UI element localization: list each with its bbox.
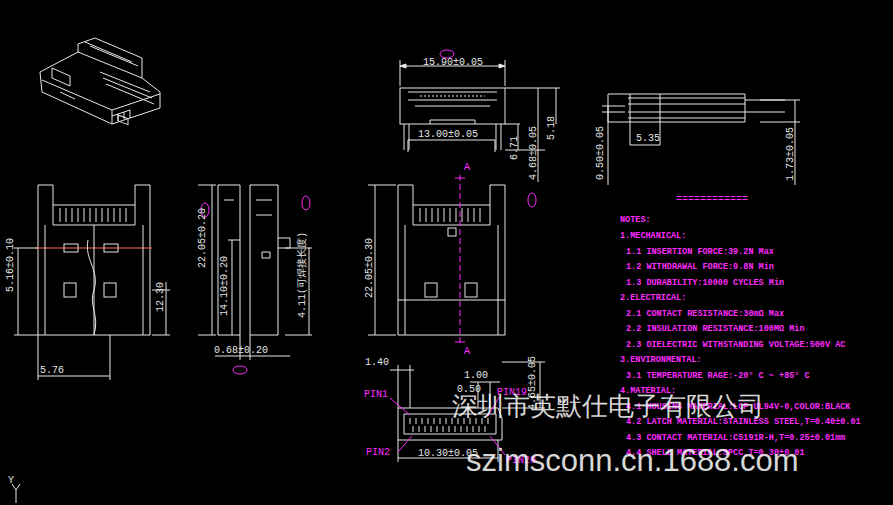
marker-ovals — [201, 50, 536, 374]
watermark: szimsconn.cn.1688.com — [466, 445, 799, 476]
spec-note: 3.ENVIRONMENTAL: — [620, 356, 702, 365]
dimension-text: 12.30 — [156, 282, 166, 312]
spec-note: 1.3 DURABILITY:10000 CYCLES Min — [626, 279, 784, 288]
spec-note: 4.2 LATCH MATERIAL:STAINLESS STEEL,T=0.4… — [626, 418, 861, 427]
dimension-text: 14.10±0.20 — [220, 256, 230, 316]
spec-note: 3.1 TEMPERATURE RAGE:-20° C ~ +85° C — [626, 372, 810, 381]
front-view — [14, 185, 170, 380]
dimension-text: 5.35 — [636, 134, 660, 144]
spec-note: 2.2 INSULATION RESISTANCE:100MΩ Min — [626, 325, 805, 334]
dimension-text: 22.05±0.30 — [365, 238, 375, 298]
dimension-text: 0.50±0.05 — [596, 126, 606, 180]
dimension-text: 1.00 — [464, 371, 488, 381]
dimension-text: 22.05±0.20 — [198, 208, 208, 268]
spec-note: 2.1 CONTACT RESISTANCE:30mΩ Max — [626, 310, 784, 319]
pin-label: A — [464, 347, 470, 357]
side-views — [198, 185, 312, 360]
spec-note: 2.ELECTRICAL: — [620, 294, 686, 303]
pin-label: A — [464, 163, 470, 173]
spec-note: 4.3 CONTACT MATERIAL:C5191R-H,T=0.25±0.0… — [626, 434, 845, 443]
spec-note: 1.2 WITHDRAWAL FORCE:9.8N Min — [626, 263, 774, 272]
dimension-text: 5.16±0.10 — [6, 238, 16, 292]
spec-note: 1.1 INSERTION FORCE:39.2N Max — [626, 248, 774, 257]
dimension-text: 15.90±0.05 — [423, 58, 483, 68]
pin-label: PIN1 — [364, 390, 388, 400]
pin-label: PIN2 — [366, 448, 390, 458]
dimension-text: 6.71 — [510, 136, 520, 160]
spec-note: 2.3 DIELECTRIC WITHSTANDING VOLTAGE:500V… — [626, 341, 845, 350]
dimension-text: 5.76 — [40, 366, 64, 376]
dimension-text: 4.11(可焊接长度) — [298, 232, 308, 318]
dimension-text: 5.18 — [547, 116, 557, 140]
dimension-text: 4.68±0.05 — [529, 126, 539, 180]
front-view-2 — [368, 175, 505, 345]
ucs-icon — [12, 484, 20, 503]
dimension-text: 1.73±0.05 — [786, 127, 796, 181]
spec-note: 1.MECHANICAL: — [620, 232, 686, 241]
watermark: 深圳市英默仕电子有限公司 — [452, 393, 764, 419]
dimension-text: 0.68±0.20 — [214, 346, 268, 356]
top-view — [400, 60, 560, 182]
side-view — [602, 94, 800, 185]
spec-note: NOTES: — [620, 216, 651, 225]
dimension-text: Y — [8, 476, 14, 486]
pin-label: ============ — [676, 195, 748, 205]
dimension-text: 13.00±0.05 — [418, 130, 478, 140]
isometric-view — [40, 38, 160, 125]
dimension-text: 1.40 — [365, 358, 389, 368]
